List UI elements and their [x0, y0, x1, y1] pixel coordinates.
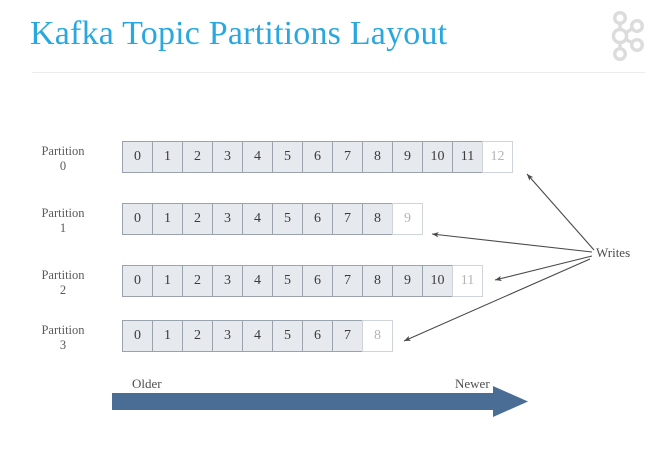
writes-label: Writes	[596, 245, 631, 260]
log-segment-next-offset: 8	[362, 320, 393, 352]
log-segment: 4	[242, 320, 273, 352]
log-segment: 0	[122, 320, 153, 352]
log-segment: 8	[362, 203, 393, 235]
log-segment: 6	[302, 203, 333, 235]
log-segment: 1	[152, 141, 183, 173]
log-segment: 5	[272, 265, 303, 297]
partition-label-text: Partition	[41, 323, 85, 337]
log-segment: 3	[212, 265, 243, 297]
partition-label-2: Partition 2	[26, 268, 100, 298]
log-segment: 0	[122, 203, 153, 235]
header-divider	[32, 72, 645, 73]
log-segment: 6	[302, 265, 333, 297]
log-segment: 2	[182, 320, 213, 352]
log-segment: 9	[392, 141, 423, 173]
partition-label-text: Partition	[41, 268, 85, 282]
log-segment: 7	[332, 320, 363, 352]
log-segment: 3	[212, 203, 243, 235]
log-segment: 5	[272, 141, 303, 173]
log-segment: 1	[152, 203, 183, 235]
log-segment: 0	[122, 265, 153, 297]
log-segment: 4	[242, 265, 273, 297]
log-segment: 10	[422, 265, 453, 297]
partition-label-text: Partition	[41, 144, 85, 158]
log-segment: 2	[182, 265, 213, 297]
log-segment: 4	[242, 203, 273, 235]
kafka-logo-icon	[604, 10, 650, 62]
log-segment: 3	[212, 141, 243, 173]
time-direction-arrow	[112, 386, 528, 417]
log-segment: 0	[122, 141, 153, 173]
time-axis-newer-label: Newer	[455, 376, 490, 391]
log-segment-next-offset: 9	[392, 203, 423, 235]
partition-label-number: 0	[59, 159, 67, 173]
log-segment: 4	[242, 141, 273, 173]
log-segment: 5	[272, 320, 303, 352]
page-title: Kafka Topic Partitions Layout	[30, 15, 448, 52]
partition-label-1: Partition 1	[26, 206, 100, 236]
log-segment: 6	[302, 320, 333, 352]
partition-segments-1: 0 1 2 3 4 5 6 7 8 9	[122, 203, 423, 235]
log-segment: 1	[152, 265, 183, 297]
partition-label-3: Partition 3	[26, 323, 100, 353]
partition-label-number: 3	[59, 338, 67, 352]
log-segment: 2	[182, 203, 213, 235]
log-segment: 8	[362, 265, 393, 297]
log-segment: 7	[332, 265, 363, 297]
log-segment: 7	[332, 141, 363, 173]
log-segment: 8	[362, 141, 393, 173]
log-segment: 9	[392, 265, 423, 297]
partition-segments-2: 0 1 2 3 4 5 6 7 8 9 10 11	[122, 265, 483, 297]
log-segment: 7	[332, 203, 363, 235]
log-segment: 2	[182, 141, 213, 173]
partition-segments-3: 0 1 2 3 4 5 6 7 8	[122, 320, 393, 352]
partition-label-text: Partition	[41, 206, 85, 220]
partition-segments-0: 0 1 2 3 4 5 6 7 8 9 10 11 12	[122, 141, 513, 173]
log-segment: 5	[272, 203, 303, 235]
log-segment: 6	[302, 141, 333, 173]
log-segment: 11	[452, 141, 483, 173]
partition-label-0: Partition 0	[26, 144, 100, 174]
log-segment-next-offset: 12	[482, 141, 513, 173]
log-segment: 1	[152, 320, 183, 352]
log-segment-next-offset: 11	[452, 265, 483, 297]
partition-label-number: 2	[59, 283, 67, 297]
time-axis-older-label: Older	[132, 376, 162, 391]
log-segment: 10	[422, 141, 453, 173]
partition-label-number: 1	[59, 221, 67, 235]
log-segment: 3	[212, 320, 243, 352]
